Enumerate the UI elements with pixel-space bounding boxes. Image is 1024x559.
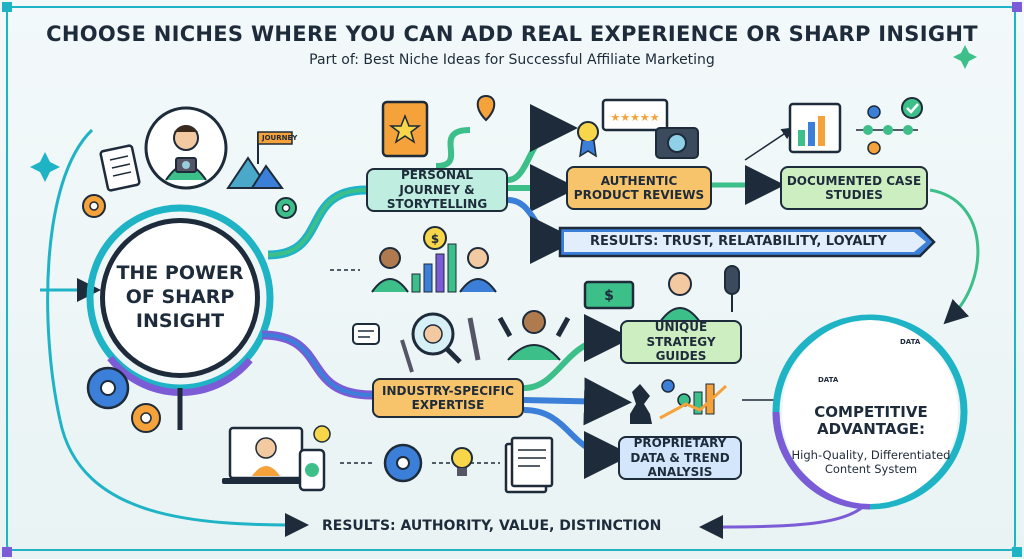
magnifier-icon bbox=[411, 312, 462, 364]
industry-expertise-box: INDUSTRY-SPECIFIC EXPERTISE bbox=[372, 378, 524, 418]
mountain-icon bbox=[226, 131, 293, 189]
chart-icon bbox=[788, 102, 842, 154]
gear-icon bbox=[275, 197, 297, 219]
speech-bubble-icon bbox=[352, 323, 380, 345]
authentic-reviews-box: AUTHENTIC PRODUCT REVIEWS bbox=[566, 166, 712, 210]
personal-journey-box: PERSONAL JOURNEY & STORYTELLING bbox=[366, 168, 508, 212]
outer-swoop bbox=[46, 128, 94, 421]
review-stars-icon: ★★★★★ bbox=[601, 98, 669, 132]
competitive-title: COMPETITIVE ADVANTAGE: bbox=[814, 403, 928, 439]
competitive-ring-accent bbox=[772, 411, 871, 510]
proprietary-data-box: PROPRIETARY DATA & TREND ANALYSIS bbox=[618, 436, 742, 480]
flow-to-results-top bbox=[507, 197, 578, 264]
outer-frame bbox=[6, 6, 1016, 551]
gear-icon bbox=[131, 403, 161, 433]
flowchart-icon bbox=[856, 97, 923, 155]
camera-icon bbox=[655, 127, 699, 159]
data-label-right: DATA bbox=[900, 338, 921, 346]
corner-marker bbox=[2, 2, 12, 12]
results-ribbon-inner bbox=[564, 232, 926, 252]
flow-to-chart bbox=[744, 127, 794, 161]
coin-icon bbox=[313, 425, 331, 443]
bar-chart-icon bbox=[411, 243, 457, 293]
final-results-label: RESULTS: AUTHORITY, VALUE, DISTINCTION bbox=[322, 518, 662, 534]
chess-knight-icon bbox=[630, 384, 652, 424]
flow-to-data bbox=[523, 377, 632, 426]
gear-icon bbox=[383, 443, 423, 483]
flow-to-personal-inner bbox=[267, 188, 367, 257]
person-camera-icon bbox=[144, 106, 228, 190]
flow-to-strategy bbox=[523, 314, 632, 391]
gear-icon bbox=[82, 194, 106, 218]
strong-person-icon bbox=[497, 310, 571, 361]
corner-marker bbox=[1012, 547, 1022, 557]
results-trust-label: RESULTS: TRUST, RELATABILITY, LOYALTY bbox=[590, 234, 887, 249]
laptop-icon bbox=[222, 426, 310, 484]
corner-marker bbox=[2, 547, 12, 557]
wrench-icon bbox=[400, 317, 481, 373]
sparkle-icon bbox=[30, 152, 60, 182]
flow-to-proprietary bbox=[523, 407, 632, 479]
data-label-left: DATA bbox=[818, 376, 839, 384]
documents-icon bbox=[504, 436, 554, 494]
journey-flag-label: JOURNEY bbox=[262, 134, 298, 142]
strategy-guides-box: UNIQUE STRATEGY GUIDES bbox=[620, 320, 742, 364]
notebook-icon bbox=[381, 100, 429, 158]
map-pin-icon bbox=[435, 94, 496, 169]
svg-text:★★★★★: ★★★★★ bbox=[610, 111, 659, 124]
flow-to-final-results bbox=[58, 419, 309, 537]
sparkle-icon bbox=[953, 45, 977, 69]
flow-to-reviews-top bbox=[507, 104, 578, 183]
page-subtitle: Part of: Best Niche Ideas for Successful… bbox=[309, 52, 715, 68]
flow-to-competitive bbox=[929, 188, 980, 325]
notepad-icon bbox=[99, 144, 141, 192]
svg-text:$: $ bbox=[604, 288, 614, 304]
flow-to-industry-inner bbox=[261, 333, 373, 397]
medal-icon bbox=[577, 121, 599, 158]
money-icon: $ bbox=[583, 280, 635, 310]
microphone-icon bbox=[724, 265, 740, 312]
case-studies-box: DOCUMENTED CASE STUDIES bbox=[780, 166, 928, 210]
coin-icon: $ bbox=[423, 226, 447, 250]
gear-icon bbox=[86, 366, 130, 410]
competitive-circle bbox=[782, 320, 958, 504]
lightbulb-icon bbox=[451, 447, 473, 476]
hub-circle: THE POWER OF SHARP INSIGHT bbox=[100, 218, 260, 378]
svg-text:$: $ bbox=[431, 232, 439, 246]
corner-marker bbox=[1012, 2, 1022, 12]
phone-icon bbox=[298, 448, 326, 492]
competitive-subtitle: High-Quality, Differentiated Content Sys… bbox=[791, 448, 951, 477]
page-title: CHOOSE NICHES WHERE YOU CAN ADD REAL EXP… bbox=[46, 22, 978, 46]
person-icon bbox=[371, 247, 409, 293]
trend-icon bbox=[659, 379, 728, 420]
person-icon bbox=[659, 272, 701, 323]
person-icon bbox=[459, 247, 497, 293]
